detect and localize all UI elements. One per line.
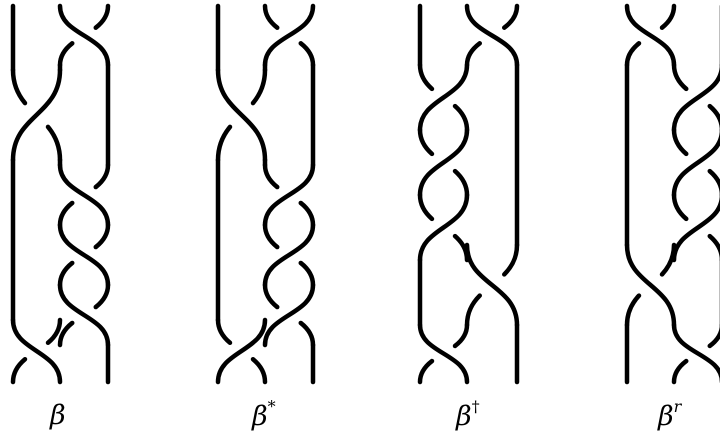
braid-0-crossing-1-under-strand-a — [45, 124, 63, 163]
braid-1-crossing-2-under-strand-b — [262, 162, 280, 190]
braid-3-crossing-0-over-strand — [624, 3, 677, 68]
braid-0-crossing-4-under-strand-b — [93, 282, 111, 310]
braid-1-crossing-1-under-strand-b — [250, 67, 268, 106]
braid-3-crossing-4-under-strand-b — [659, 242, 677, 277]
braid-0-crossing-0-under-strand-a — [57, 41, 75, 68]
braid-2-crossing-5-under-strand-a — [417, 358, 435, 385]
braid-0-crossing-2-under-strand-b — [93, 162, 111, 190]
braid-3-crossing-5-over-strand — [671, 322, 720, 384]
braid-2-crossing-2-under-strand-b — [417, 127, 435, 157]
braid-1-crossing-0-under-strand-a — [298, 41, 316, 68]
braid-2-crossing-0-under-strand-a — [464, 41, 482, 68]
label-beta-star: β* — [252, 397, 276, 432]
braid-3-crossing-3-under-strand-b — [671, 192, 689, 222]
braid-2-crossing-5-under-strand-b — [452, 322, 470, 349]
braid-0-crossing-3-under-strand-a — [57, 260, 75, 288]
braid-1-crossing-0-over-strand — [262, 3, 316, 68]
braid-2-crossing-0-over-strand — [464, 3, 520, 68]
braid-0-crossing-4-over-strand — [57, 282, 111, 348]
label-beta-reverse: βr — [658, 397, 682, 432]
braid-1-crossing-0-under-strand-b — [262, 3, 280, 30]
braid-1-crossing-3-under-strand-b — [262, 222, 280, 250]
braid-3-crossing-2-over-strand — [671, 128, 720, 198]
braid-1-crossing-3-over-strand — [262, 222, 316, 288]
braid-2-crossing-1-under-strand-b — [417, 62, 435, 92]
braid-2-crossing-2-under-strand-a — [452, 168, 470, 198]
braid-3-crossing-5-under-strand-a — [671, 358, 689, 385]
braid-3-crossing-0-under-strand-a — [624, 41, 642, 68]
braid-2-crossing-5-over-strand — [417, 322, 470, 385]
braid-3-crossing-4-over-strand — [624, 242, 677, 328]
label-beta: β — [50, 400, 66, 431]
braid-3-crossing-2-under-strand-a — [707, 168, 720, 197]
braid-2-crossing-4-under-strand-a — [464, 293, 482, 328]
braid-0-crossing-3-under-strand-b — [93, 222, 111, 250]
braid-0-crossing-1-over-strand — [10, 67, 63, 163]
braid-3-crossing-3-under-strand-a — [707, 233, 720, 262]
braid-1-crossing-4-under-strand-a — [298, 320, 316, 348]
braid-1-crossing-5-under-strand-a — [250, 356, 268, 385]
braid-1-crossing-3-under-strand-a — [298, 260, 316, 288]
braid-3-crossing-4-under-strand-a — [624, 293, 642, 328]
braid-0-crossing-1-under-strand-b — [10, 67, 28, 106]
braid-0-crossing-5-under-strand-b — [45, 317, 63, 346]
braid-2-crossing-1-under-strand-a — [452, 103, 470, 133]
braid-0-crossing-0-over-strand — [57, 3, 111, 68]
braid-3-crossing-1-under-strand-b — [671, 62, 689, 92]
braid-3-crossing-1-over-strand — [671, 63, 720, 133]
label-beta-dagger: β† — [456, 397, 480, 432]
braid-1-crossing-2-under-strand-a — [298, 200, 316, 228]
braid-0-crossing-5-over-strand — [10, 317, 63, 385]
braid-1-crossing-5-under-strand-b — [215, 317, 233, 346]
braid-2-crossing-4-under-strand-b — [502, 242, 520, 277]
braid-3-crossing-3-over-strand — [671, 193, 720, 263]
braid-3-crossing-5-under-strand-b — [707, 323, 720, 349]
braid-1-crossing-1-under-strand-a — [215, 124, 233, 163]
braid-0-crossing-2-over-strand — [57, 162, 111, 228]
braid-1-crossing-1-over-strand — [215, 67, 268, 163]
braid-1-crossing-4-over-strand — [262, 282, 316, 348]
braid-0-crossing-3-over-strand — [57, 222, 111, 288]
braid-0-crossing-0-under-strand-b — [93, 3, 111, 30]
braid-3-crossing-0-under-strand-b — [659, 3, 677, 30]
braid-1-crossing-4-under-strand-b — [262, 282, 280, 310]
braid-2-crossing-2-over-strand — [417, 127, 470, 198]
braid-0-crossing-5-under-strand-a — [10, 356, 28, 385]
braid-0-crossing-2-under-strand-a — [57, 200, 75, 228]
braid-1-crossing-5-over-strand — [215, 317, 268, 385]
braid-3-crossing-1-under-strand-a — [707, 103, 720, 132]
braid-0-crossing-4-under-strand-a — [57, 320, 75, 348]
braid-2-crossing-3-under-strand-b — [417, 192, 435, 222]
braid-2-crossing-3-over-strand — [417, 192, 470, 263]
braid-1-crossing-2-over-strand — [262, 162, 316, 228]
braid-2-crossing-1-over-strand — [417, 62, 470, 133]
braid-3-crossing-2-under-strand-b — [671, 127, 689, 157]
braid-2-crossing-0-under-strand-b — [502, 3, 520, 30]
braid-2-crossing-4-over-strand — [464, 242, 520, 328]
